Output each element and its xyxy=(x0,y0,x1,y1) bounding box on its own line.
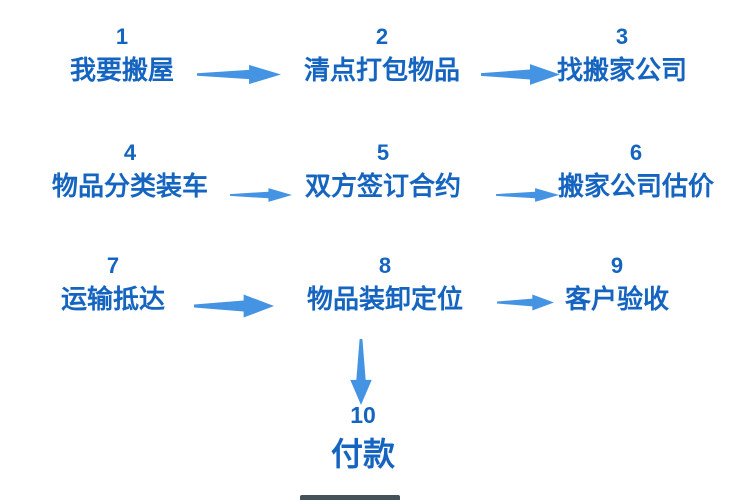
step-6: 6 搬家公司估价 xyxy=(558,140,714,202)
step-9-label: 客户验收 xyxy=(564,284,670,314)
step-2-number: 2 xyxy=(375,24,389,49)
step-2-label: 清点打包物品 xyxy=(303,55,461,85)
step-4: 4 物品分类装车 xyxy=(52,140,208,202)
arrow-right-icon xyxy=(194,294,274,318)
step-3: 3 找搬家公司 xyxy=(557,24,687,86)
step-6-label: 搬家公司估价 xyxy=(557,171,715,201)
step-7: 7 运输抵达 xyxy=(61,253,165,315)
step-1-label: 我要搬屋 xyxy=(69,55,175,85)
step-5-number: 5 xyxy=(376,140,390,165)
arrow-right-icon xyxy=(497,294,554,311)
arrow-right-icon xyxy=(230,188,292,202)
step-5: 5 双方签订合约 xyxy=(305,140,461,202)
cropped-bottom-bar xyxy=(300,495,400,500)
arrow-down-icon xyxy=(350,339,372,405)
step-9: 9 客户验收 xyxy=(565,253,669,315)
step-7-label: 运输抵达 xyxy=(60,284,166,314)
arrow-right-icon xyxy=(197,64,281,85)
step-5-label: 双方签订合约 xyxy=(304,171,462,201)
step-4-number: 4 xyxy=(123,140,137,165)
arrow-right-icon xyxy=(496,188,559,202)
step-9-number: 9 xyxy=(610,253,624,278)
step-6-number: 6 xyxy=(629,140,643,165)
step-10: 10 付款 xyxy=(331,402,395,473)
step-4-label: 物品分类装车 xyxy=(51,171,209,201)
step-3-label: 找搬家公司 xyxy=(556,55,688,85)
step-1-number: 1 xyxy=(115,24,129,49)
step-1: 1 我要搬屋 xyxy=(70,24,174,86)
step-8-number: 8 xyxy=(378,253,392,278)
step-8-label: 物品装卸定位 xyxy=(306,284,464,314)
arrow-right-icon xyxy=(481,64,560,85)
step-10-number: 10 xyxy=(350,402,376,428)
step-7-number: 7 xyxy=(106,253,120,278)
step-2: 2 清点打包物品 xyxy=(304,24,460,86)
step-3-number: 3 xyxy=(615,24,629,49)
step-10-label: 付款 xyxy=(330,436,396,472)
step-8: 8 物品装卸定位 xyxy=(307,253,463,315)
